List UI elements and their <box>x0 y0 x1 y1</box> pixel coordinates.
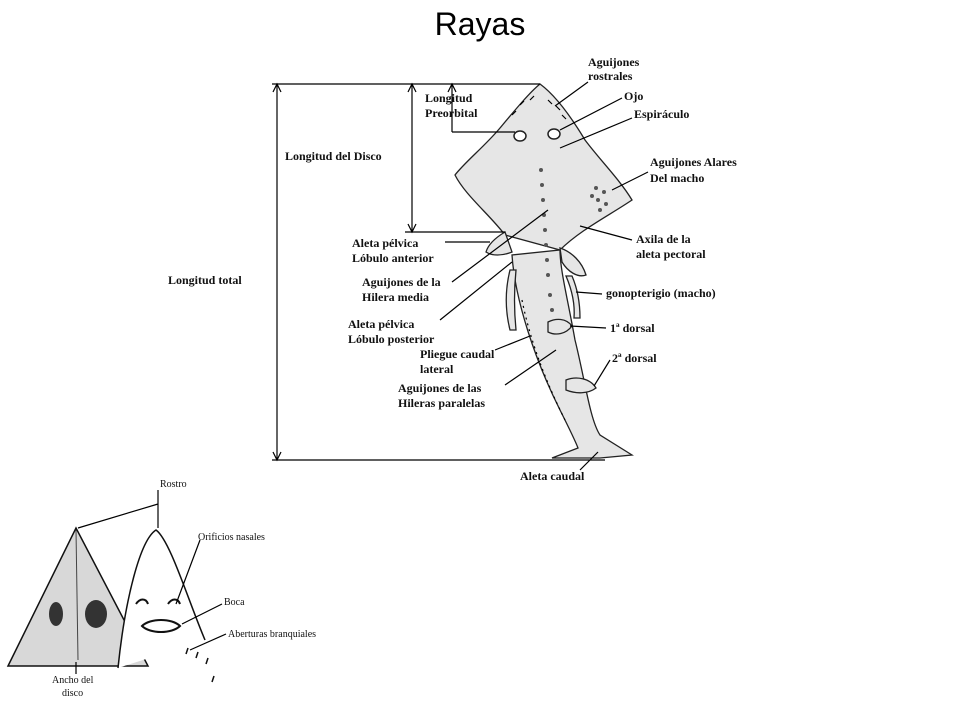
alar-thorns <box>590 186 608 212</box>
ray-tail <box>511 249 634 459</box>
pelvic-fin-right <box>559 247 587 277</box>
snout-detail-inset: Rostro Orificios nasales Boca Aberturas … <box>6 479 316 699</box>
rostral-spines-icon <box>511 95 567 120</box>
ray-dorsal-view <box>454 83 634 459</box>
label-hileras-paralelas-2: Hileras paralelas <box>398 396 485 410</box>
snout-dorsal <box>6 526 150 667</box>
label-axila-2: aleta pectoral <box>636 247 706 261</box>
median-row-thorns <box>539 168 554 312</box>
label-ancho-disco-1: Ancho del <box>52 675 94 686</box>
label-gonopterigio: gonopterigio (macho) <box>606 286 716 300</box>
label-aleta-caudal: Aleta caudal <box>520 469 585 483</box>
ray-disc <box>454 83 633 251</box>
label-pliegue-1: Pliegue caudal <box>420 347 495 361</box>
label-hileras-paralelas-1: Aguijones de las <box>398 381 482 395</box>
second-dorsal-fin <box>565 377 597 394</box>
label-aguijones-alares-1: Aguijones Alares <box>650 155 737 169</box>
label-pelvica-anterior-2: Lóbulo anterior <box>352 251 434 265</box>
mouth-icon <box>140 619 182 633</box>
label-longitud-disco: Longitud del Disco <box>285 149 382 163</box>
label-longitud-preorbital-2: Preorbital <box>425 106 478 120</box>
label-pliegue-2: lateral <box>420 362 454 376</box>
label-aguijones-alares-2: Del macho <box>650 171 704 185</box>
label-aguijones-rostrales-2: rostrales <box>588 69 633 83</box>
label-segunda-dorsal: 2ª dorsal <box>612 351 657 365</box>
eye-left-icon <box>513 130 527 142</box>
gill-slits-icon <box>185 647 215 683</box>
label-axila-1: Axila de la <box>636 232 691 246</box>
label-primera-dorsal: 1ª dorsal <box>610 321 655 335</box>
label-rostro: Rostro <box>160 479 187 490</box>
parallel-row-thorns <box>521 299 566 421</box>
label-aguijones-rostrales-1: Aguijones <box>588 55 640 69</box>
label-hilera-media-2: Hilera media <box>362 290 429 304</box>
label-pelvica-posterior-1: Aleta pélvica <box>348 317 414 331</box>
label-hilera-media-1: Aguijones de la <box>362 275 441 289</box>
pelvic-fin-left <box>485 231 513 256</box>
snout-ventral <box>117 529 206 669</box>
clasper-left <box>505 269 517 331</box>
spiracle-left-icon <box>49 602 63 626</box>
label-pelvica-posterior-2: Lóbulo posterior <box>348 332 435 346</box>
label-longitud-preorbital-1: Longitud <box>425 91 473 105</box>
snout-midline <box>75 529 79 661</box>
measurement-lines <box>272 82 605 462</box>
label-ojo: Ojo <box>624 89 643 103</box>
label-aberturas-branquiales: Aberturas branquiales <box>228 629 316 640</box>
label-pelvica-anterior-1: Aleta pélvica <box>352 236 418 250</box>
nostrils-icon <box>135 598 181 605</box>
leader-lines <box>439 81 649 471</box>
label-longitud-total: Longitud total <box>168 273 242 287</box>
page-title: Rayas <box>434 6 526 42</box>
label-boca: Boca <box>224 597 245 608</box>
clasper-right <box>565 275 581 319</box>
label-espiraculo: Espiráculo <box>634 107 689 121</box>
spiracle-right-icon <box>85 600 107 628</box>
label-ancho-disco-2: disco <box>62 688 83 699</box>
eye-right-icon <box>547 128 561 140</box>
label-orificios-nasales: Orificios nasales <box>198 532 265 543</box>
